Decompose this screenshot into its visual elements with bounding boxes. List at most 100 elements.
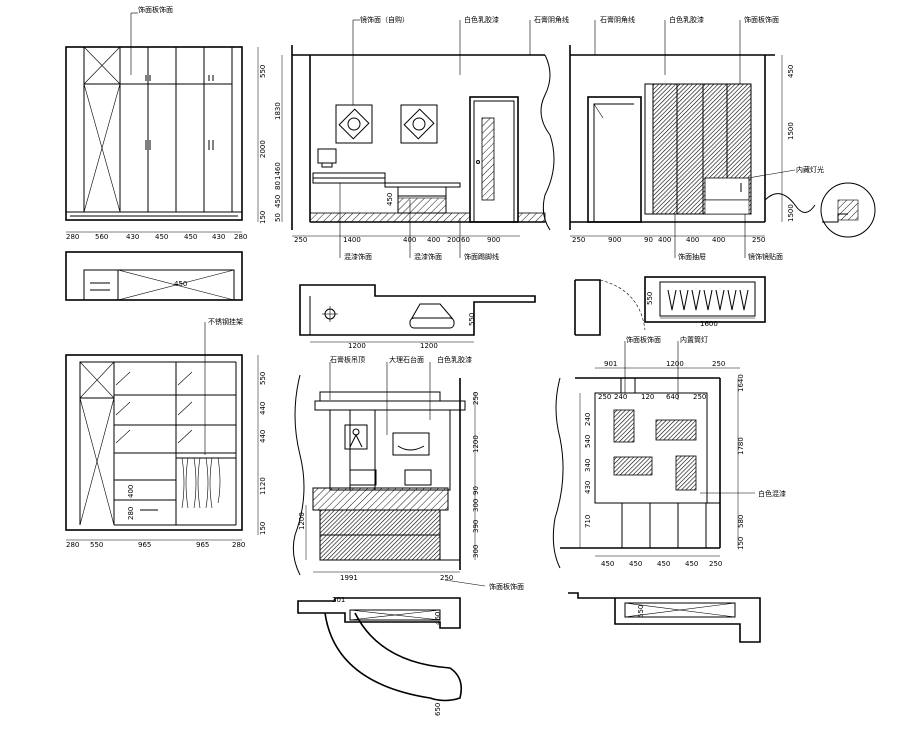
desk-plan: 1200 1200 550 xyxy=(299,284,536,350)
dim-pw-r3: 580 xyxy=(737,515,745,528)
dim-bar-v1: 250 xyxy=(472,392,480,405)
dim-bar-h1: 1991 xyxy=(340,574,358,582)
dim-cw-h1: 250 xyxy=(572,236,585,244)
cabinet-wall-elevation: 石膏阴角线 白色乳胶漆 饰面板饰面 内藏灯光 饰面抽屉 镜饰镜贴面 250 90… xyxy=(569,15,876,261)
dim-pw-b2: 450 xyxy=(629,560,642,568)
dim-wb-v4: 1120 xyxy=(259,477,267,495)
note-downlight: 内置筒灯 xyxy=(680,335,708,344)
bar-elevation: 石膏板吊顶 大理石台面 白色乳胶漆 饰面板饰面 250 1200 90 300 … xyxy=(292,355,524,591)
dim-dw-h5: 200 xyxy=(447,236,460,244)
dim-wb-h4: 965 xyxy=(196,541,209,549)
dim-dw-h4: 400 xyxy=(427,236,440,244)
note-veneer-panel: 饰面板饰面 xyxy=(626,335,661,344)
dim-pw-g5: 250 xyxy=(693,393,706,401)
dim-dw-v1: 1830 xyxy=(274,102,282,120)
note-drawer: 饰面抽屉 xyxy=(678,252,706,261)
dim-dp-w1: 1200 xyxy=(348,342,366,350)
dim-wa-h6: 430 xyxy=(212,233,225,241)
note-veneer-bar: 饰面板饰面 xyxy=(489,582,524,591)
dim-wb-v5: 400 xyxy=(127,485,135,498)
dim-cw-h5: 400 xyxy=(686,236,699,244)
dim-pw-b1: 450 xyxy=(601,560,614,568)
note-gypsum-line-2: 石膏阴角线 xyxy=(600,15,635,24)
dim-wa-h3: 430 xyxy=(126,233,139,241)
dim-pw-l5: 710 xyxy=(584,515,592,528)
dim-pw-top1: 901 xyxy=(604,360,617,368)
dim-cw-h4: 400 xyxy=(658,236,671,244)
dim-bar-h2: 250 xyxy=(440,574,453,582)
dim-bar-left: 1200 xyxy=(298,512,306,530)
dim-wb-v6: 280 xyxy=(127,507,135,520)
dim-bar-v2: 1200 xyxy=(472,435,480,453)
note-gypsum-ceiling: 石膏板吊顶 xyxy=(330,355,365,364)
wardrobe-a-plan: 450 xyxy=(65,251,243,301)
note-white-latex-3: 白色乳胶漆 xyxy=(437,355,472,364)
dim-dp-d: 550 xyxy=(468,313,476,326)
note-paint-1: 混漆饰面 xyxy=(344,252,372,261)
dim-bar-v4: 300 xyxy=(472,499,480,512)
dim-cw-h6: 400 xyxy=(712,236,725,244)
dim-dw-v3: 80 xyxy=(274,181,282,190)
dim-pw-g4: 640 xyxy=(666,393,679,401)
dim-pw-b4: 450 xyxy=(685,560,698,568)
note-gypsum-line-1: 石膏阴角线 xyxy=(534,15,569,24)
dim-wa-h2: 560 xyxy=(95,233,108,241)
dim-pw-l4: 430 xyxy=(584,481,592,494)
dim-wa-h7: 280 xyxy=(234,233,247,241)
dim-bp-arc: 650 xyxy=(434,703,442,716)
dim-pw-b3: 450 xyxy=(657,560,670,568)
wardrobe-b-elevation: 不锈钢挂架 280 550 965 965 280 550 440 440 11… xyxy=(65,317,267,549)
dim-pw-b5: 250 xyxy=(709,560,722,568)
note-skirting: 饰面踢脚线 xyxy=(464,252,499,261)
desk-wall-elevation: 450 镜饰面（自购） 白色乳胶漆 石膏阴角线 混漆饰面 混漆饰面 饰面踢脚线 … xyxy=(274,15,569,261)
dim-plan-a: 450 xyxy=(174,280,187,288)
dim-dw-v4: 450 xyxy=(274,195,282,208)
dim-wb-h5: 280 xyxy=(232,541,245,549)
dim-pw-r4: 150 xyxy=(737,537,745,550)
dim-dw-v5: 50 xyxy=(274,213,282,222)
cabinet-plan: 550 1600 xyxy=(574,276,766,336)
dim-pw-g3: 120 xyxy=(641,393,654,401)
dim-wa-h1: 280 xyxy=(66,233,79,241)
dim-cw-v1: 450 xyxy=(787,65,795,78)
dim-wa-v1: 550 xyxy=(259,65,267,78)
note-stainless-rack: 不锈钢挂架 xyxy=(208,317,243,326)
dim-wb-v3: 440 xyxy=(259,430,267,443)
note-white-latex-1: 白色乳胶漆 xyxy=(464,15,499,24)
bar-plan: 301 460 650 xyxy=(297,596,463,716)
dim-pwp: 550 xyxy=(637,605,645,618)
dim-cw-h2: 900 xyxy=(608,236,621,244)
dim-bar-v6: 300 xyxy=(472,545,480,558)
dim-pw-g2: 240 xyxy=(614,393,627,401)
dim-wa-h4: 450 xyxy=(155,233,168,241)
dim-pw-top2: 1200 xyxy=(666,360,684,368)
dim-dw-h2: 1400 xyxy=(343,236,361,244)
dim-bp-side: 460 xyxy=(434,612,442,625)
dim-pw-l2: 540 xyxy=(584,435,592,448)
dim-pw-top3: 250 xyxy=(712,360,725,368)
panel-wall-plan: 550 xyxy=(568,592,761,643)
dim-cw-h7: 250 xyxy=(752,236,765,244)
dim-bar-v5: 390 xyxy=(472,520,480,533)
note-marble-top: 大理石台面 xyxy=(389,355,424,364)
note-mirror-face: 镜饰镜贴面 xyxy=(748,252,783,261)
dim-wa-v3: 150 xyxy=(259,211,267,224)
dim-dw-h1: 250 xyxy=(294,236,307,244)
dim-cw-v2: 1500 xyxy=(787,122,795,140)
dim-wb-h3: 965 xyxy=(138,541,151,549)
note-hidden-light: 内藏灯光 xyxy=(796,165,824,174)
dim-wb-v1: 550 xyxy=(259,372,267,385)
note-veneer-1: 饰面板饰面 xyxy=(744,15,779,24)
dim-pw-l1: 240 xyxy=(584,413,592,426)
dim-wb-h1: 280 xyxy=(66,541,79,549)
dim-dp-w2: 1200 xyxy=(420,342,438,350)
note-paint-2: 混漆饰面 xyxy=(414,252,442,261)
dim-pw-l3: 340 xyxy=(584,459,592,472)
dim-bp-top: 301 xyxy=(332,596,345,604)
dim-dw-h3: 400 xyxy=(403,236,416,244)
dim-pw-r1: 1640 xyxy=(737,374,745,392)
dim-cw-h3: 90 xyxy=(644,236,653,244)
note-white-latex-2: 白色乳胶漆 xyxy=(669,15,704,24)
panel-wall-elevation: 饰面板饰面 内置筒灯 白色混漆 901 1200 250 250 240 120… xyxy=(552,335,786,569)
